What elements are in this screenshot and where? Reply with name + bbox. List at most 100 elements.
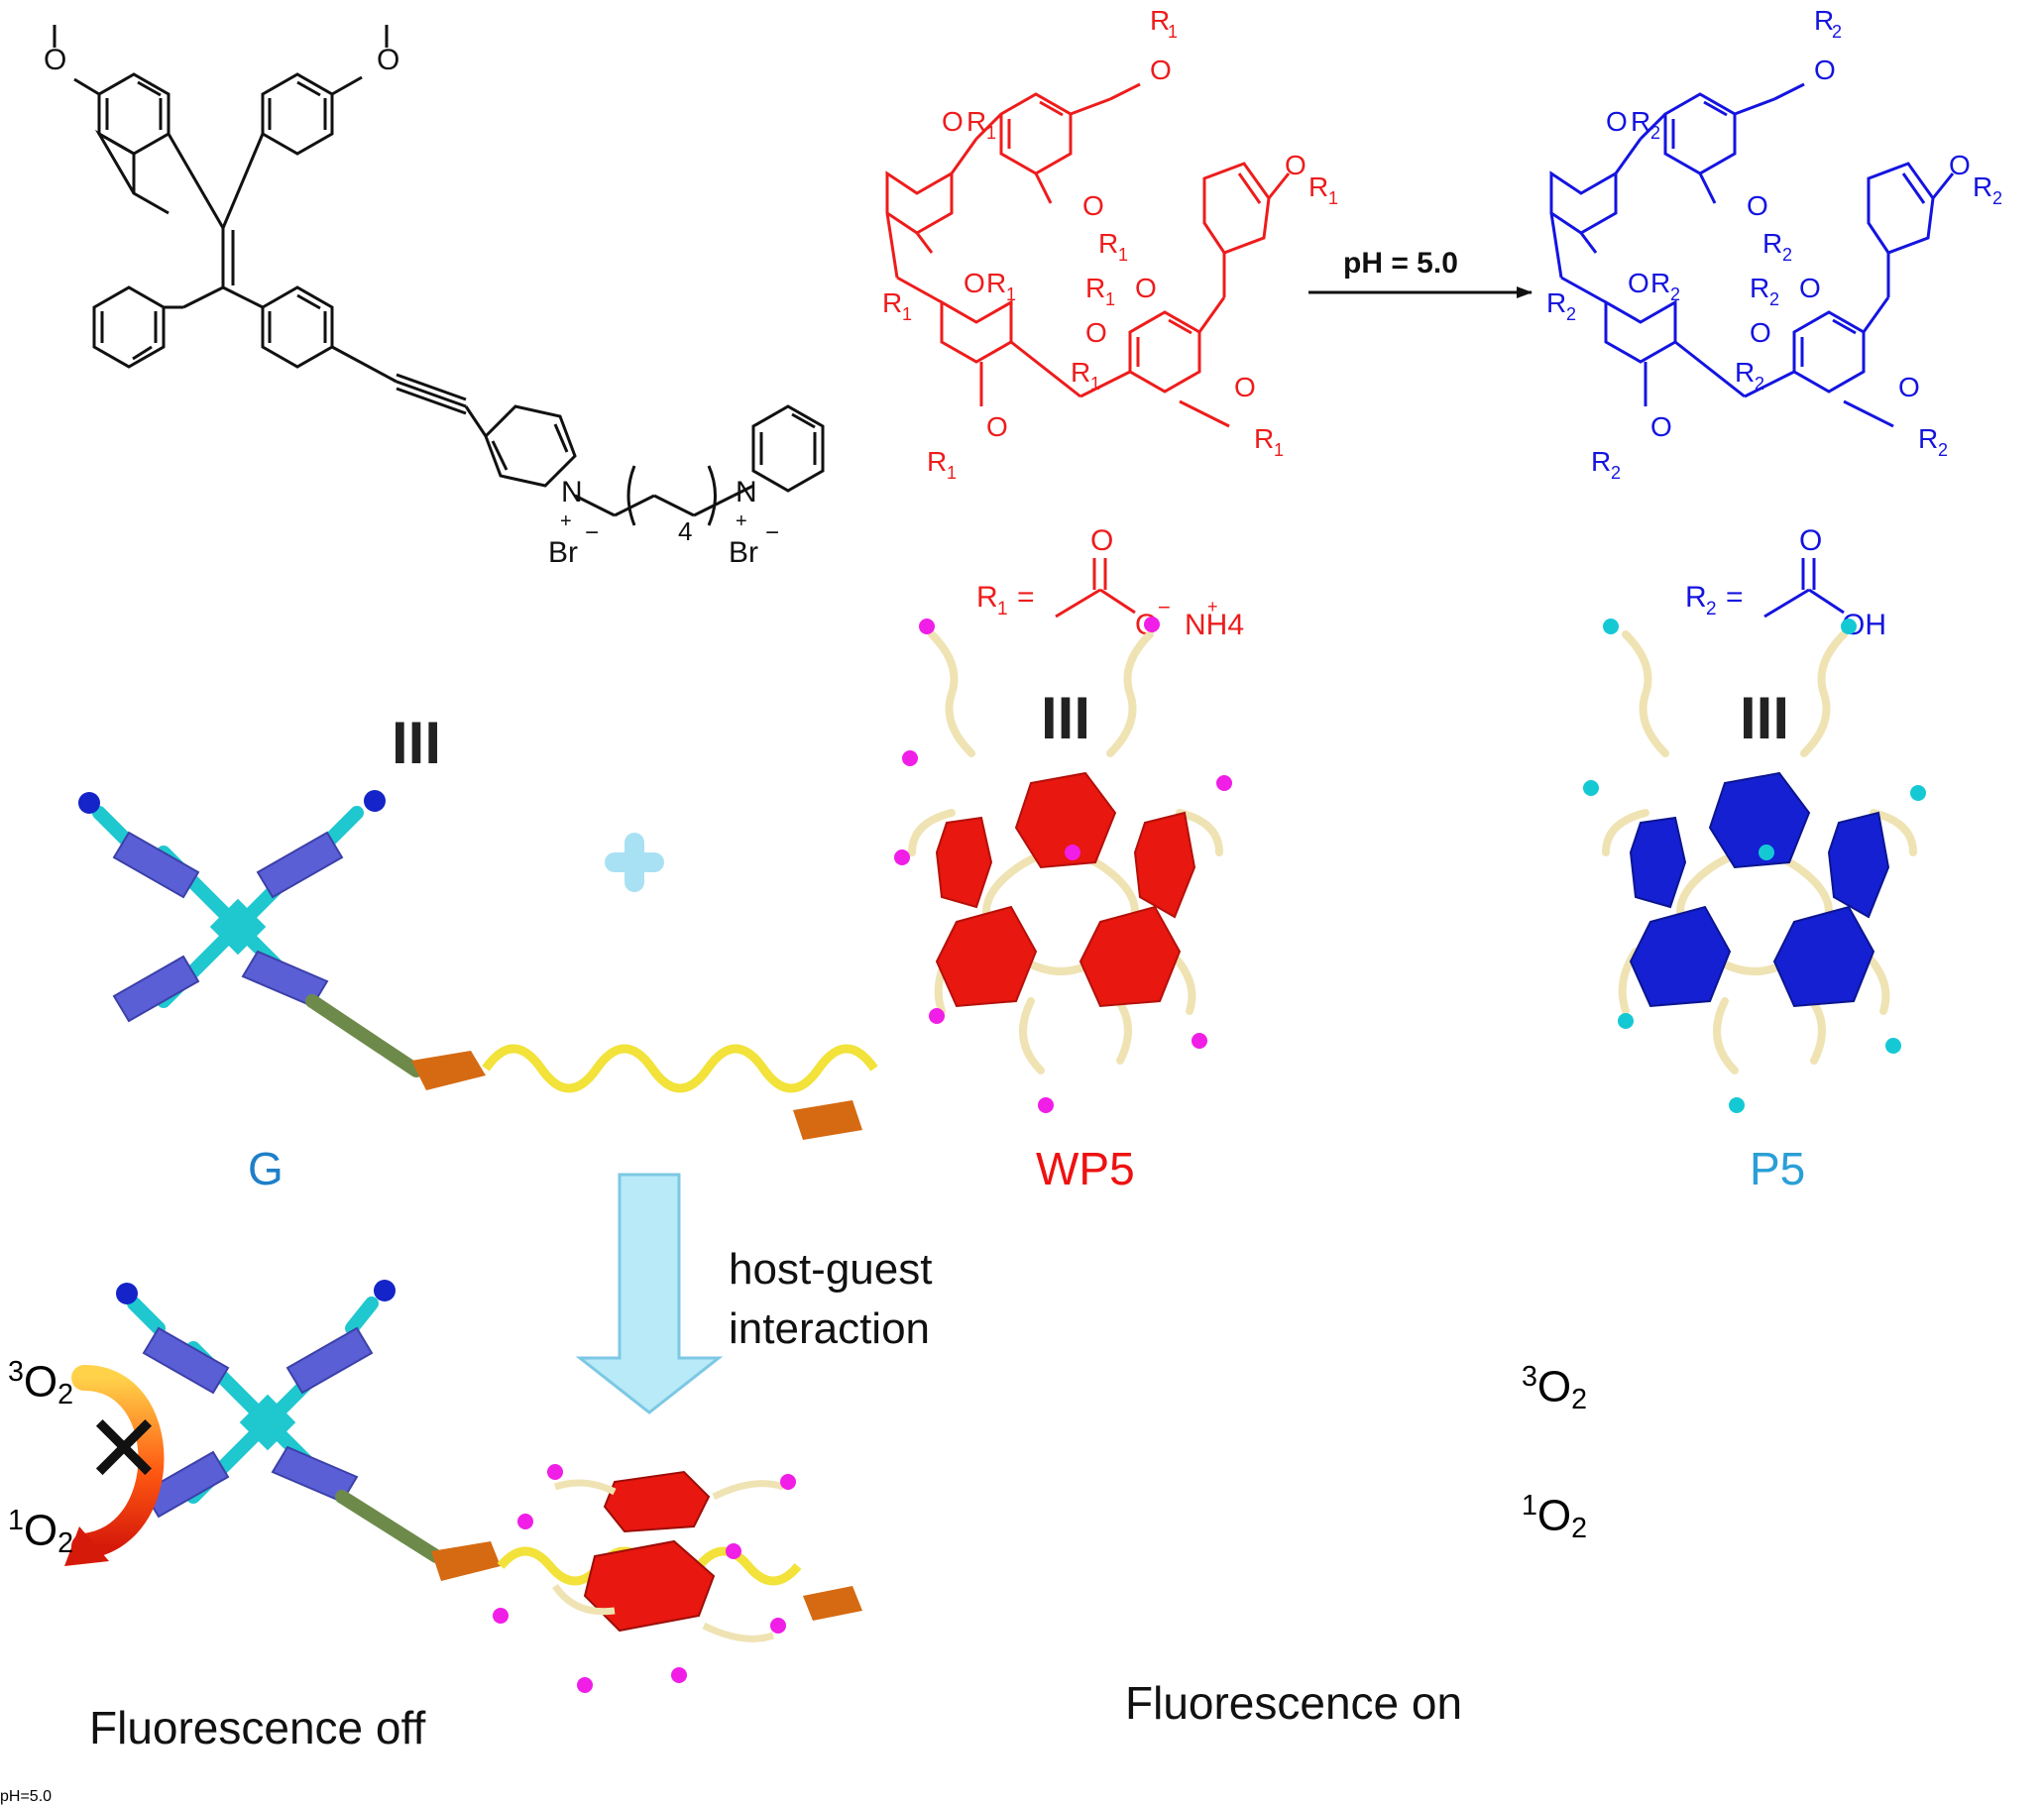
wp5-rdef-cation: NH4 (1185, 609, 1244, 641)
ph-arrow-bottom-label: pH=5.0 (0, 1788, 53, 1805)
p5-rdef-r: R (1685, 581, 1707, 614)
wp5-r-lower-right: R (1254, 423, 1274, 454)
wp5-r-upper-left: R (966, 106, 986, 137)
host-guest-label-line2: interaction (729, 1304, 930, 1353)
p5-r-upper-left-index: 2 (1650, 123, 1660, 143)
wp5-rdef-anion-charge: − (1158, 595, 1171, 620)
guest-methoxy-o-right: O (377, 44, 399, 76)
guest-molecule-structure (53, 25, 825, 526)
p5-rdef-index: 2 (1706, 599, 1717, 620)
p5-o-lower: O (1750, 317, 1771, 348)
wp5-rdef-index: 1 (997, 599, 1008, 620)
oxygen-right-singlet: 1O2 (1522, 1490, 1588, 1544)
p5-r-lower-right-index: 2 (1938, 440, 1948, 460)
guest-counterion-2-charge: − (765, 519, 779, 546)
wp5-r-top: R (1150, 5, 1170, 36)
p5-r-lower: R (1735, 357, 1755, 388)
caption-fluorescence-on: Fluorescence on (1125, 1677, 1463, 1729)
p5-r-left: R (1546, 287, 1566, 318)
guest-n1-charge: + (560, 510, 572, 532)
p5-rdef-carbonyl-o: O (1799, 524, 1822, 557)
wp5-o-lower: O (1085, 317, 1107, 348)
wp5-r-lower: R (1071, 357, 1090, 388)
guest-counterion-1: Br (548, 536, 578, 569)
wp5-r-mid: R (1085, 273, 1105, 303)
p5-o-mid-left: O (1628, 268, 1649, 298)
guest-pyridinium-n1: N (561, 476, 583, 508)
cartoon-labels: G WP5 P5 (248, 1143, 1805, 1194)
guest-atom-labels: O O N + N + Br − Br − 4 (44, 44, 779, 569)
p5-r-mid: R (1750, 273, 1769, 303)
guest-methoxy-o-left: O (44, 44, 66, 76)
complex-off (116, 1280, 862, 1693)
p5-o-top: O (1814, 55, 1836, 85)
equivalence-mark-wp5: III (1041, 685, 1090, 751)
wp5-o-right: O (1285, 150, 1306, 180)
guest-pyridinium-n2: N (736, 476, 757, 508)
wp5-o-mid: O (1135, 273, 1157, 303)
p5-r-upper-left: R (1631, 106, 1650, 137)
plus-icon (605, 833, 664, 892)
p5-r-bottom: R (1591, 446, 1611, 477)
blocked-x-icon: ✕ (84, 1394, 164, 1505)
wp5-r-lower-right-index: 1 (1274, 440, 1284, 460)
wp5-r-right-index: 1 (1328, 188, 1338, 208)
p5-r-inner: R (1762, 228, 1782, 259)
guest-ring-upper-left (94, 129, 170, 215)
p5-r-mid-left: R (1650, 268, 1670, 298)
wp5-rdef-r: R (976, 581, 998, 614)
p5-r-lower-index: 2 (1755, 374, 1764, 394)
p5-r-definition: R 2 = O OH (1685, 524, 1886, 641)
wp5-rdef-carbonyl-o: O (1090, 524, 1113, 557)
label-guest: G (248, 1143, 284, 1194)
host-guest-arrow: host-guest interaction (575, 1173, 932, 1414)
wp5-r-right: R (1308, 171, 1328, 202)
p5-structure (1549, 82, 1955, 428)
p5-r-mid-left-index: 2 (1670, 284, 1680, 304)
wp5-o-inner: O (1082, 190, 1104, 221)
guest-chain-repeat: 4 (678, 516, 692, 546)
oxygen-cycle-left: ✕ (64, 1365, 165, 1566)
wp5-r-top-index: 1 (1168, 22, 1178, 42)
caption-fluorescence-off: Fluorescence off (89, 1702, 426, 1753)
wp5-r-inner-index: 1 (1118, 245, 1128, 265)
guest-cartoon (78, 790, 878, 1140)
p5-r-lower-right: R (1918, 423, 1938, 454)
equivalence-mark-p5: III (1740, 685, 1789, 751)
wp5-o-bottom: O (986, 411, 1008, 442)
p5-o-bottom: O (1650, 411, 1672, 442)
p5-o-mid: O (1799, 273, 1821, 303)
ph-arrow-bottom: pH=5.0 (0, 1788, 52, 1805)
p5-o-right: O (1949, 150, 1971, 180)
wp5-r-lower-index: 1 (1090, 374, 1100, 394)
wp5-r-mid-left: R (986, 268, 1006, 298)
equivalence-marks: III III III (392, 685, 1789, 776)
guest-counterion-1-charge: − (585, 519, 599, 546)
wp5-r-upper-left-index: 1 (986, 123, 996, 143)
reaction-arrow-top-label: pH = 5.0 (1343, 247, 1458, 280)
host-guest-label-line1: host-guest (729, 1245, 932, 1294)
oxygen-left-singlet: 1O2 (8, 1505, 74, 1559)
label-wp5: WP5 (1036, 1143, 1135, 1194)
p5-r-right-index: 2 (1992, 188, 2002, 208)
wp5-r-left: R (882, 287, 902, 318)
p5-o-inner: O (1747, 190, 1768, 221)
wp5-r-inner: R (1098, 228, 1118, 259)
reaction-arrow-top: pH = 5.0 (1308, 247, 1533, 298)
wp5-r-left-index: 1 (902, 304, 912, 324)
p5-labels: O R 2 O R 2 O R 2 O R 2 O R 2 R 2 O R 2 … (1546, 5, 2002, 483)
wp5-r-mid-index: 1 (1105, 289, 1115, 309)
p5-r-left-index: 2 (1566, 304, 1576, 324)
wp5-r-bottom-index: 1 (947, 463, 957, 483)
p5-cartoon (1583, 619, 1926, 1113)
wp5-o-lower-right: O (1234, 372, 1256, 402)
p5-r-inner-index: 2 (1782, 245, 1792, 265)
guest-counterion-2: Br (729, 536, 758, 569)
equivalence-mark-guest: III (392, 710, 441, 776)
wp5-rdef-cation-charge: + (1207, 597, 1218, 617)
wp5-o-top: O (1150, 55, 1172, 85)
wp5-r-mid-left-index: 1 (1006, 284, 1016, 304)
wp5-o-mid-left: O (964, 268, 985, 298)
